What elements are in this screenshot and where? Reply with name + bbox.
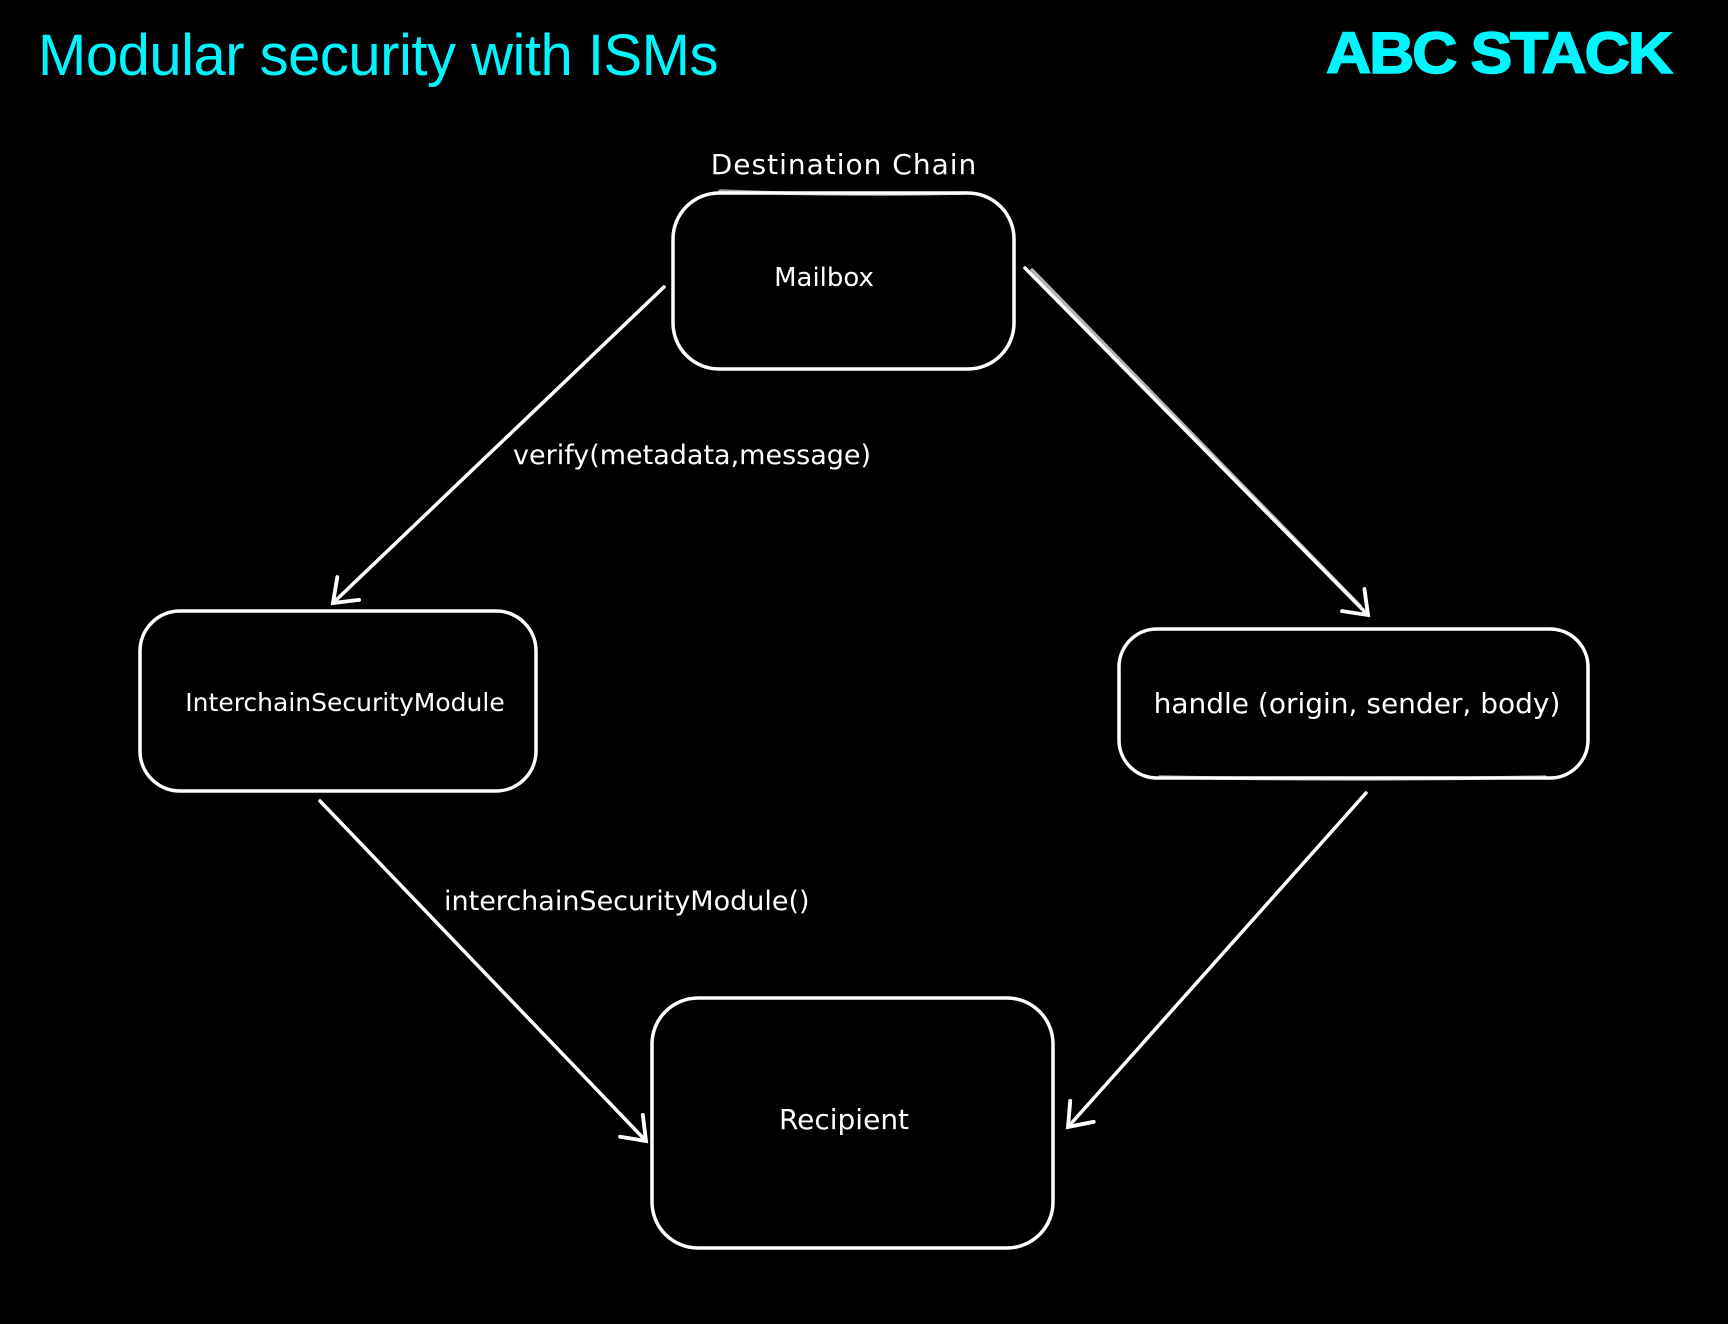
arrow-handle-to-recipient xyxy=(1065,791,1368,1130)
arrow-mailbox-to-handle xyxy=(1023,266,1371,618)
arrow-mailbox-to-ism xyxy=(330,285,666,606)
brand-logo: ABC STACK xyxy=(1325,20,1674,87)
page-title: Modular security with ISMs xyxy=(38,23,718,88)
handle-label: handle (origin, sender, body) xyxy=(1154,687,1561,720)
ism-box xyxy=(138,609,538,793)
ism-getter-edge-label: interchainSecurityModule() xyxy=(444,886,810,917)
arrow-ism-to-recipient xyxy=(318,799,649,1144)
recipient-box xyxy=(650,996,1055,1250)
ism-node[interactable]: InterchainSecurityModule xyxy=(138,609,538,793)
verify-edge-label: verify(metadata,message) xyxy=(513,440,871,471)
handle-node[interactable]: handle (origin, sender, body) xyxy=(1117,627,1590,781)
recipient-node[interactable]: Recipient xyxy=(650,996,1055,1250)
destination-chain-label: Destination Chain xyxy=(711,148,978,181)
mailbox-label: Mailbox xyxy=(774,263,874,293)
mailbox-node[interactable]: Mailbox xyxy=(671,189,1016,371)
recipient-label: Recipient xyxy=(779,1103,909,1136)
ism-label: InterchainSecurityModule xyxy=(185,688,504,717)
